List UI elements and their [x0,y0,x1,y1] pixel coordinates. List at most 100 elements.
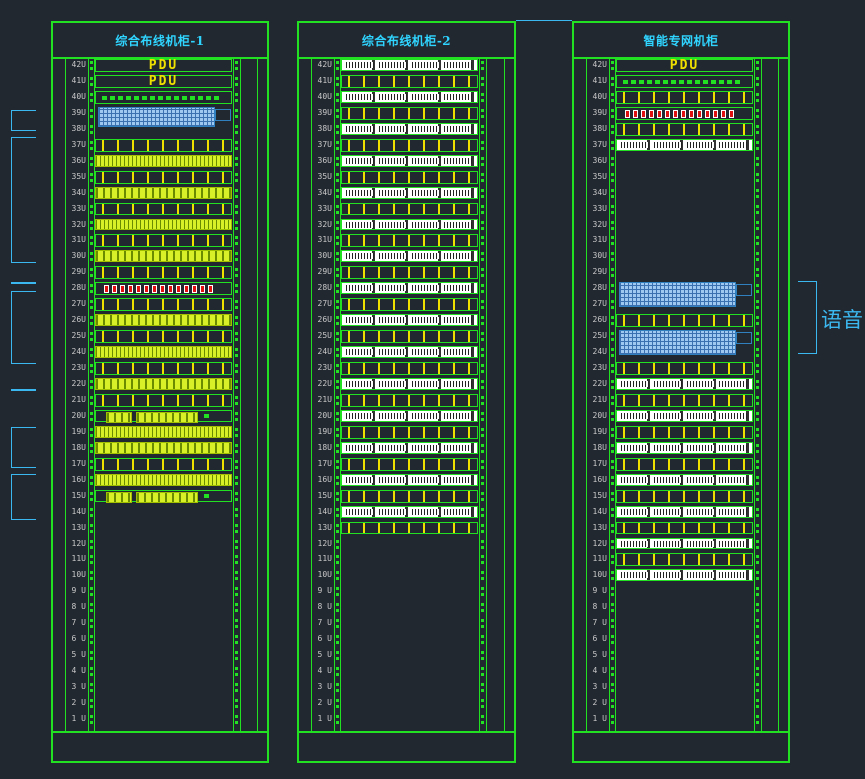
rail-hole [336,67,339,70]
u-label: 6 U [317,634,332,644]
rail-hole [481,491,484,495]
rail-hole [481,609,484,613]
u-label: 10U [592,570,607,580]
rail-hole [235,699,238,702]
rail-hole [90,194,93,198]
rail-hole [756,465,759,469]
rail-hole [90,332,93,336]
rack-rail [88,57,89,733]
cable-manager [341,138,478,152]
u-label: 9 U [592,586,607,596]
rail-hole [611,92,614,96]
rail-hole [481,673,484,677]
rail-hole [756,300,759,304]
rail-hole [481,555,484,559]
port [657,109,662,118]
cable-manager [341,202,478,216]
port [673,109,678,118]
rail-hole [611,178,614,182]
rail-hole [611,220,614,224]
rail-hole [481,699,484,702]
rail-hole [611,507,614,511]
rail-hole [611,268,614,272]
rail-hole [756,475,759,479]
rail-hole [481,635,484,639]
rail-hole [336,92,339,96]
rail-hole [235,210,238,214]
port-group [621,141,649,148]
rail-hole [90,220,93,224]
port [633,109,638,118]
rail-hole [336,114,339,118]
rail-hole [336,619,339,623]
port [150,95,155,100]
rail-hole [90,252,93,256]
rail-hole [90,226,93,230]
rail-hole [611,194,614,198]
rail-hole [235,108,238,112]
u-label: 20U [71,410,86,420]
rail-hole [90,705,93,708]
rail-hole [756,539,759,543]
rail-hole [611,465,614,469]
port [120,285,125,294]
rail-hole [235,507,238,511]
patch-panel [95,346,232,359]
port-group [346,189,374,196]
port-group [444,157,472,164]
port-group [653,476,682,483]
rail-hole [481,571,484,575]
rail-hole [90,443,93,447]
rail-hole [336,76,339,80]
port-group [621,412,649,419]
port-group [653,444,682,451]
rail-hole [756,651,759,655]
cable-manager [616,393,753,407]
u-label: 28U [71,283,86,293]
cable-manager [616,122,753,136]
patch-panel [95,186,232,199]
rail-hole [90,338,93,342]
u-label: 20U [317,410,332,420]
port-group [621,476,649,483]
port-group [653,381,682,387]
rail-hole [611,114,614,118]
port-group [686,381,715,387]
patch-panel [95,218,232,231]
rail-hole [481,475,484,479]
patch-panel [616,378,753,390]
port-group [346,285,374,292]
rail-hole [756,194,759,198]
rail-hole [336,539,339,543]
patch-panel [95,154,232,167]
rail-hole [235,146,238,150]
rail-hole [336,258,339,262]
rail-hole [611,130,614,134]
u-label: 15U [592,490,607,500]
rail-hole [336,529,339,533]
rail-hole [90,108,93,112]
rail-hole [336,720,339,724]
rail-hole [481,577,484,581]
rail-hole [90,82,93,86]
patch-panel [616,569,753,582]
port-group [346,157,374,164]
rail-hole [611,720,614,724]
port [697,109,702,118]
rail-hole [336,673,339,677]
port-group [444,221,472,228]
port-group [444,317,472,324]
patch-panel [341,409,478,422]
port [647,79,652,84]
rail-hole [336,571,339,575]
rail-hole [611,571,614,575]
rail-hole [90,156,93,160]
rail-hole [611,395,614,399]
u-label: 24U [592,347,607,357]
rail-hole [90,609,93,613]
rail-hole [481,98,484,102]
rail-hole [90,306,93,310]
u-label: 27U [317,299,332,309]
cable-manager [341,362,478,375]
rail-hole [336,427,339,431]
